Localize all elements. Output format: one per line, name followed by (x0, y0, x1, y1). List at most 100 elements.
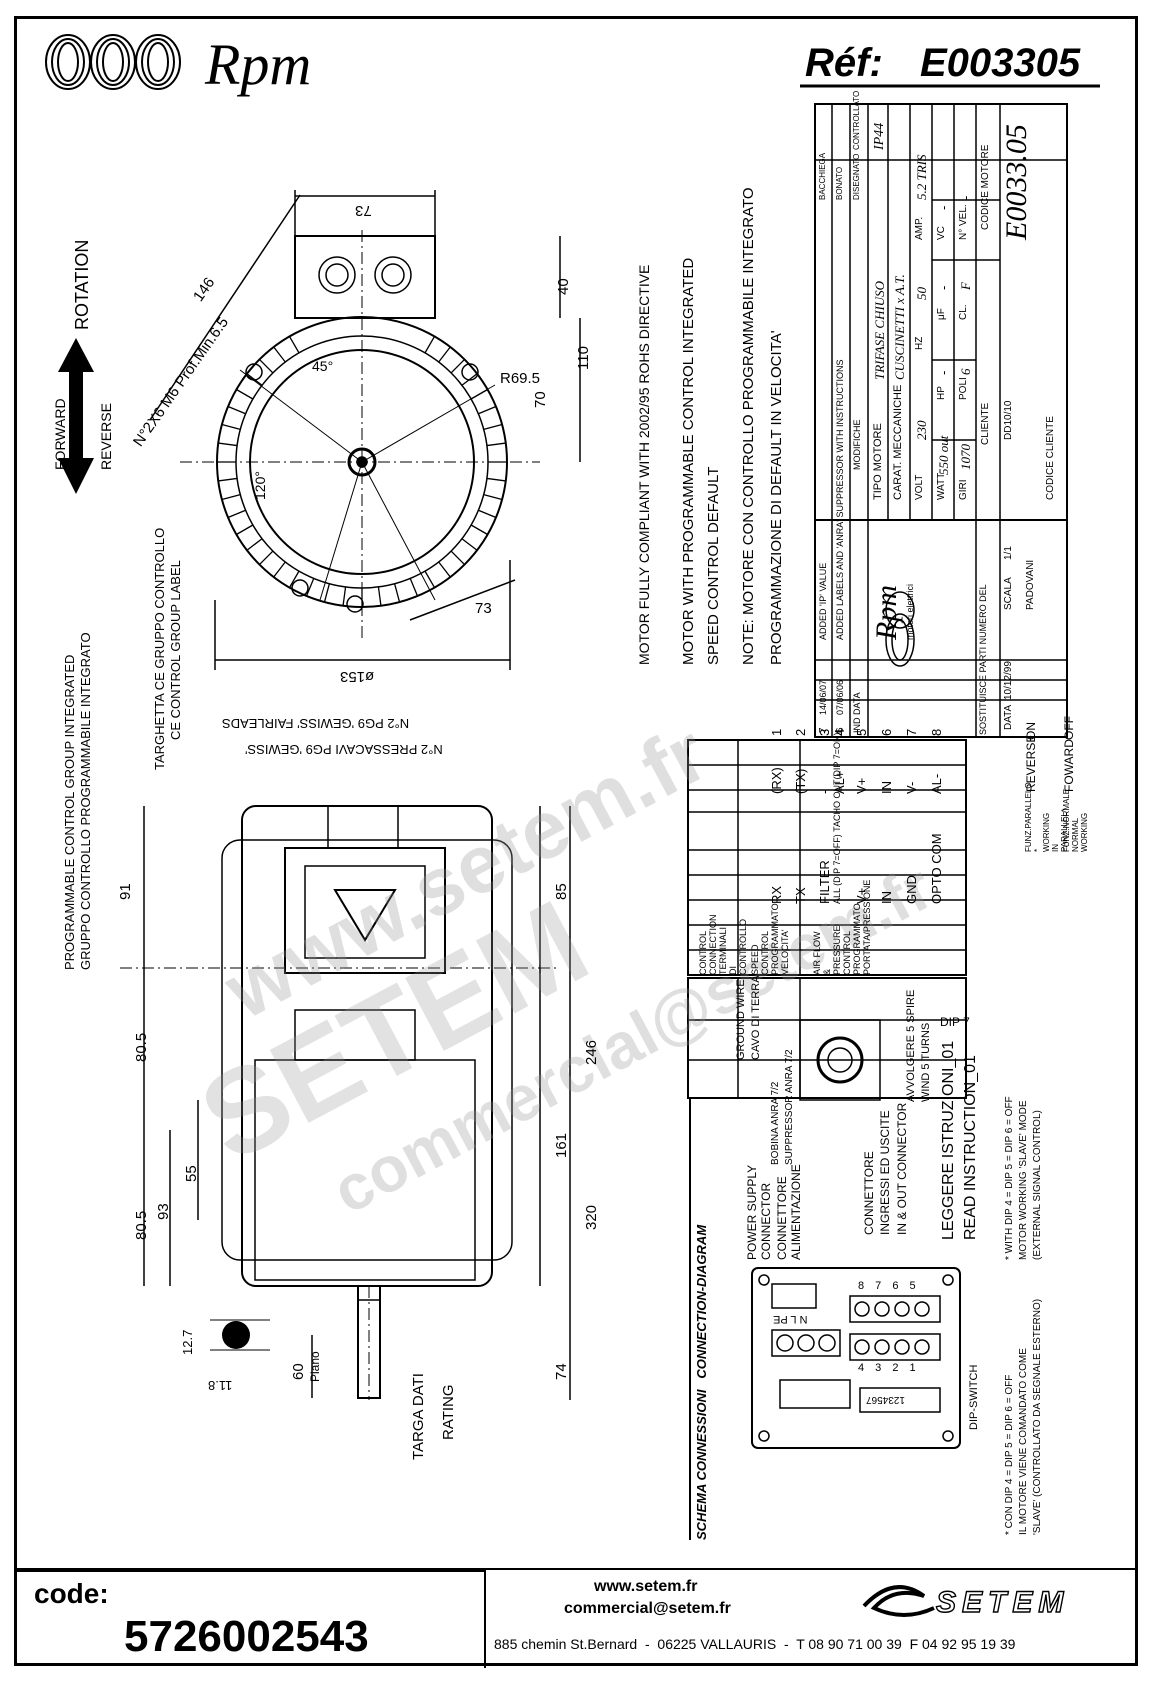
dim-93: 93 (155, 1203, 172, 1220)
dim-110: 110 (575, 346, 592, 370)
cooling-fin (259, 550, 274, 565)
title-block-poli-label: POLI (958, 377, 969, 400)
title-block-rev1-no: 7 (818, 727, 829, 733)
ce-label-en: CE CONTROL GROUP LABEL (168, 560, 183, 740)
ce-label-it: TARGHETTA CE GRUPPO CONTROLLO (152, 527, 167, 770)
title-block-rev1-date: 14/06/07 (818, 679, 828, 715)
title-block-sostituisce: SOSTITUISCE PARTI NUMERO DEL (978, 584, 988, 735)
cooling-fin (288, 336, 300, 354)
dim-70: 70 (532, 391, 549, 408)
note-pc-en: MOTOR WITH PROGRAMMABLE CONTROL INTEGRAT… (680, 257, 697, 665)
title-block-volt-value: 230 (914, 420, 929, 441)
setem-logo: SETEM (854, 1578, 1134, 1626)
cooling-fin (470, 524, 488, 536)
dip-table-header-1: DIP 7 (940, 1015, 970, 1029)
angle-45: 45° (312, 358, 334, 374)
svg-text:SETEM: SETEM (936, 1586, 1069, 1619)
terminal-cell: IN (879, 891, 894, 904)
note-rohs: MOTOR FULLY COMPLIANT WITH 2002/95 ROHS … (636, 264, 652, 665)
title-block-carat-value: CUSCINETTI x A.T. (892, 274, 907, 380)
terminal-cell: 1 (769, 728, 784, 736)
dip-note-it2: IL MOTORE VIENE COMANDATO COME (1018, 1348, 1029, 1535)
note-it2: PROGRAMMAZIONE DI DEFAULT IN VELOCITA' (768, 330, 785, 665)
title-block-rev-hdr-desc: MODIFICHE (852, 419, 862, 471)
cooling-fin (246, 373, 263, 386)
title-block-giri-label: GIRI (958, 479, 969, 500)
title-block-volt-label: VOLT (914, 474, 925, 500)
title-block-cliente-label: CLIENTE (980, 402, 991, 445)
cooling-fin (377, 586, 382, 606)
dim-40: 40 (555, 278, 572, 295)
title-block-rev-hdr-no: IND (852, 717, 862, 734)
pcg-it: GRUPPO CONTROLLO PROGRAMMABILE INTEGRATO (78, 632, 93, 970)
reverse-label: REVERSE (98, 403, 114, 470)
rpm-small-logo (885, 591, 915, 667)
cooling-fin (236, 524, 254, 536)
cooling-fins (217, 336, 507, 607)
address: 885 chemin St.Bernard - 06225 VALLAURIS … (494, 1636, 1016, 1652)
rotation-arrow-icon (58, 338, 94, 494)
cooling-fin (450, 550, 465, 565)
connettore-label: CONNETTORE (862, 1151, 876, 1235)
dim-11-8: 11.8 (208, 1378, 233, 1393)
dim-12-7: 12.7 (180, 1329, 195, 1355)
terminal-cell: V- (904, 781, 919, 794)
dim-55: 55 (183, 1165, 200, 1182)
title-block-codice-motore-label: CODICE MOTORE (980, 144, 991, 230)
dim-85: 85 (553, 883, 570, 900)
ground-en: GROUND WIRE (735, 979, 747, 1060)
title-block-hz-label: HZ (914, 336, 925, 350)
dip-numbers: 1234567 (866, 1394, 905, 1405)
title-block-watt-value: 550 out (936, 435, 951, 475)
cooling-fin (305, 578, 315, 597)
title-block-scala-value: 1/1 (1003, 546, 1014, 560)
cooling-fin (450, 359, 465, 374)
title-block-brand-sub: motori elettrici (905, 583, 915, 640)
code-value: 5726002543 (124, 1612, 369, 1661)
cooling-fin (227, 509, 246, 519)
dim-r695: R69.5 (500, 370, 541, 387)
footer: code: 5726002543 www.setem.fr commercial… (14, 1568, 1138, 1668)
title-block-cl-label: CL. (958, 304, 969, 320)
website-link[interactable]: www.setem.fr (594, 1578, 698, 1595)
title-block-amp-label: AMP. (914, 216, 925, 240)
cooling-fin (478, 405, 497, 415)
title-block-rev2-desc: ADDED LABELS AND 'ANRA' SUPPRESSOR WITH … (835, 359, 845, 641)
pe-l-n: N L PE (773, 1313, 808, 1325)
dip-note-it1: * CON DIP 4 = DIP 5 = DIP 6 = OFF (1004, 1374, 1015, 1535)
dip-note-it3: 'SLAVE' (CONTROLLATO DA SEGNALE ESTERNO) (1032, 1298, 1043, 1535)
email-link[interactable]: commercial@setem.fr (564, 1600, 731, 1617)
terminal-cell: V+ (854, 887, 869, 904)
read-en: READ INSTRUCTION_01 (962, 1055, 979, 1240)
cooling-fin (483, 423, 503, 431)
terminal-table-frame (687, 739, 967, 976)
io-it: INGRESSI ED USCITE (878, 1110, 892, 1235)
title-block-vc-label: VC (936, 226, 947, 240)
brand-name: Rpm (204, 32, 311, 97)
side-view (120, 805, 571, 1400)
cooling-fin (470, 388, 488, 400)
targa-label: TARGA DATI (410, 1373, 427, 1460)
terminal-cell: 8 (929, 728, 944, 736)
power-en: POWER SUPPLY CONNECTOR (745, 1165, 773, 1260)
terminal-cell: ALL (DIP 7=OFF) TACHO OUT(DIP 7=ON) (832, 732, 842, 904)
forward-label: FORWARD (52, 398, 68, 470)
cooling-fin (393, 583, 401, 603)
terminal-cell: (TX) (793, 768, 808, 794)
cooling-fin (221, 493, 241, 501)
cooling-fin (424, 570, 436, 588)
cooling-fin (273, 346, 286, 363)
dip-note-en3: (EXTERNAL SIGNAL CONTROL) (1032, 1110, 1043, 1260)
title-block-scala-label: SCALA (1003, 577, 1014, 610)
rating-label: RATING (440, 1384, 457, 1440)
title-block-disegnato-name: PADOVANI (1025, 559, 1036, 610)
terminal-table-header-2: SPEED CONTROL PROGRAMMATO VELOCITA' (750, 903, 790, 975)
pins-bot: 4 3 2 1 (858, 1362, 920, 1374)
title-block-poli-value: 6 (958, 368, 973, 376)
fairleads-en: N°2 PG9 'GEWISS' FAIRLEADS (222, 716, 410, 731)
drawing-sheet (14, 16, 1138, 1666)
dim-153: ø153 (340, 668, 375, 685)
title-block-brand-small: Rpm (870, 585, 903, 640)
note-it: NOTE: MOTORE CON CONTROLLO PROGRAMMABILE… (740, 187, 757, 665)
terminal-cell: V+ (854, 777, 869, 794)
